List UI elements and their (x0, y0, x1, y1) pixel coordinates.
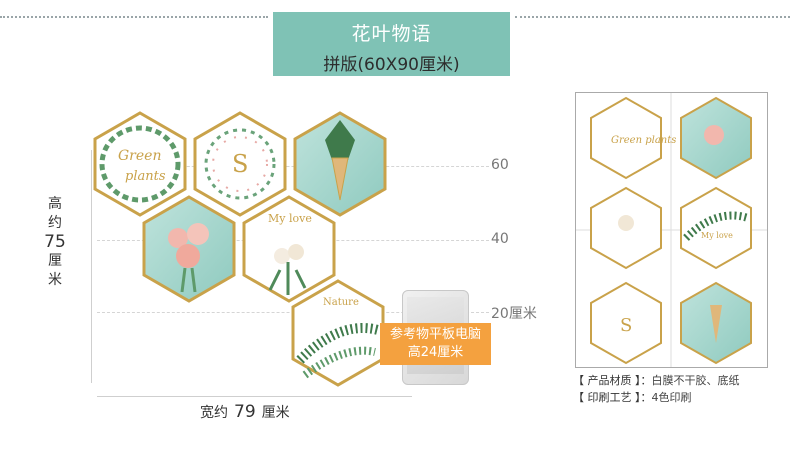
hex-pink-flowers (142, 195, 236, 303)
width-prefix: 宽约 (200, 405, 228, 421)
print-key: 【 印刷工艺 】： (573, 391, 652, 404)
title-banner: 花叶物语 拼版(60X90厘米) (273, 12, 510, 76)
height-value: 75 (44, 232, 66, 252)
hex-s-monogram: S (193, 111, 287, 217)
top-dotted-line-left (0, 16, 268, 18)
vertical-axis (91, 150, 92, 383)
plants-text: plants (125, 169, 166, 184)
width-value: 79 (234, 402, 256, 422)
guide-60 (97, 166, 489, 167)
top-dotted-line-right (515, 16, 790, 18)
height-dimension: 高 约 75 厘米 (40, 195, 70, 290)
material-value: 白膜不干胶、底纸 (651, 374, 740, 387)
nature-text: Nature (323, 297, 359, 308)
hex-my-love: My love (242, 195, 336, 303)
title-sub: 拼版(60X90厘米) (323, 55, 460, 75)
tick-40: 40 (491, 231, 509, 247)
hex-nature: Nature (291, 279, 385, 387)
tick-60: 60 (491, 157, 509, 173)
width-unit: 厘米 (261, 405, 290, 421)
height-char-1: 高 (48, 196, 62, 212)
title-main: 花叶物语 (351, 23, 432, 45)
sheet-mylove-text: My love (701, 231, 733, 240)
horizontal-axis (97, 396, 412, 397)
hex-green-plants: Green plants (93, 111, 187, 217)
tablet-label-1: 参考物平板电脑 (389, 327, 481, 342)
material-key: 【 产品材质 】： (573, 374, 652, 387)
sheet-s-letter: S (620, 315, 632, 336)
green-text: Green (118, 148, 161, 164)
s-letter: S (232, 150, 248, 178)
print-value: 4色印刷 (651, 391, 692, 404)
height-unit: 厘米 (48, 253, 62, 288)
width-dimension: 宽约 79 厘米 (200, 402, 290, 422)
my-love-text: My love (268, 212, 312, 225)
tablet-reference-tag: 参考物平板电脑 高24厘米 (380, 323, 491, 365)
tablet-label-2: 高24厘米 (407, 345, 464, 360)
tick-20: 20厘米 (491, 306, 537, 322)
product-info: 【 产品材质 】：白膜不干胶、底纸 【 印刷工艺 】：4色印刷 (573, 372, 740, 406)
hex-cone-plant (293, 111, 387, 217)
sheet-hexagons: Green plants S My love (576, 93, 767, 367)
sticker-sheet-preview: Green plants S My love (575, 92, 768, 368)
height-char-2: 约 (48, 215, 62, 231)
sheet-green-text: Green plants (611, 135, 676, 146)
